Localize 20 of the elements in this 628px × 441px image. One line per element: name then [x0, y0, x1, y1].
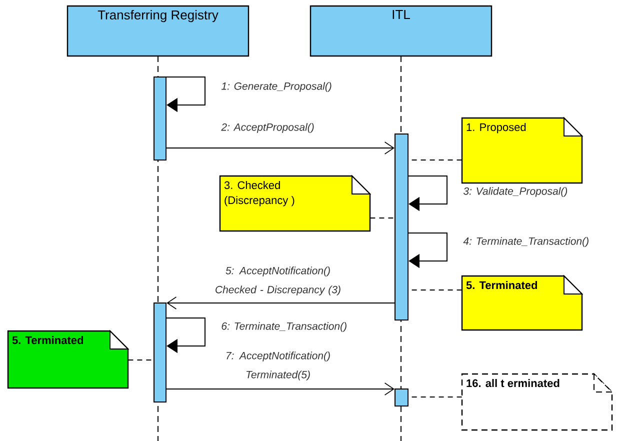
message-label: 2: AcceptProposal()	[221, 123, 314, 133]
self-message-arrow	[408, 176, 448, 212]
self-message-arrow	[166, 318, 206, 354]
activation-bar	[394, 134, 408, 320]
message-label: 5: AcceptNotification() Checked - Discrepancy (3)	[216, 266, 340, 296]
self-message-arrow	[166, 76, 206, 112]
message-label: 3: Validate_Proposal()	[463, 187, 568, 197]
activation-bar	[154, 302, 166, 402]
lifeline-head: Transferring Registry	[66, 5, 250, 57]
message-label: 6: Terminate_Transaction()	[222, 322, 346, 332]
activation-bar	[154, 76, 166, 160]
message-label: 1: Generate_Proposal()	[221, 82, 332, 92]
message-arrow	[166, 142, 394, 154]
activation-bar	[394, 388, 408, 406]
message-arrow	[166, 382, 394, 396]
self-message-arrow	[408, 232, 448, 268]
message-arrow	[166, 296, 395, 310]
message-label: 4: Terminate_Transaction()	[463, 237, 588, 247]
message-label: 7: AcceptNotification() Terminated(5)	[226, 352, 330, 380]
lifeline-head: ITL	[310, 5, 492, 57]
